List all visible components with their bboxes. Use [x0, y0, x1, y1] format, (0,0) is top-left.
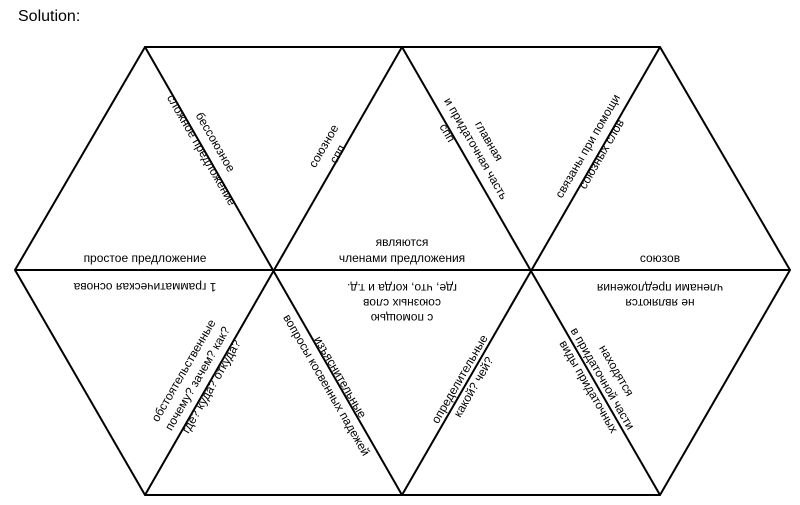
label-t2-bottom-a: являются: [376, 235, 429, 249]
label-group-t2-right: главная и придаточная часть спп: [437, 95, 511, 202]
label-group-t4-top: 1 грамматическая основа: [73, 280, 216, 294]
label-t5-left-b: вопросы косвенных падежей: [280, 312, 373, 458]
label-t5-top-b: союзных слов: [363, 296, 441, 310]
label-t5-top-a: с помощью: [371, 311, 434, 325]
label-t5-top-c: где, что, когда и т.д.: [347, 281, 457, 295]
label-group-t6-top: не являются членами предложения: [597, 281, 723, 310]
diag-c: [144, 46, 403, 496]
label-t1-bottom: простое предложение: [84, 251, 207, 265]
label-t4-top: 1 грамматическая основа: [73, 280, 216, 294]
label-group-t5-top: с помощью союзных слов где, что, когда и…: [347, 281, 457, 325]
label-t6-top-a: не являются: [625, 296, 694, 310]
diag-d: [401, 46, 661, 496]
hexagon-outline: [13, 46, 792, 496]
label-t2-bottom-b: членами предложения: [339, 251, 465, 265]
label-group-t5-left: изъяснительные вопросы косвенных падежей: [280, 312, 373, 458]
label-group-t4-right: обстоятельственные почему? зачем? как? г…: [149, 317, 244, 436]
label-t3-bottom: союзов: [640, 251, 680, 265]
page-title: Solution:: [18, 8, 81, 25]
label-t6-top-b: членами предложения: [597, 281, 723, 295]
label-group-t1-right: бессоюзное сложное предложение: [164, 92, 239, 208]
